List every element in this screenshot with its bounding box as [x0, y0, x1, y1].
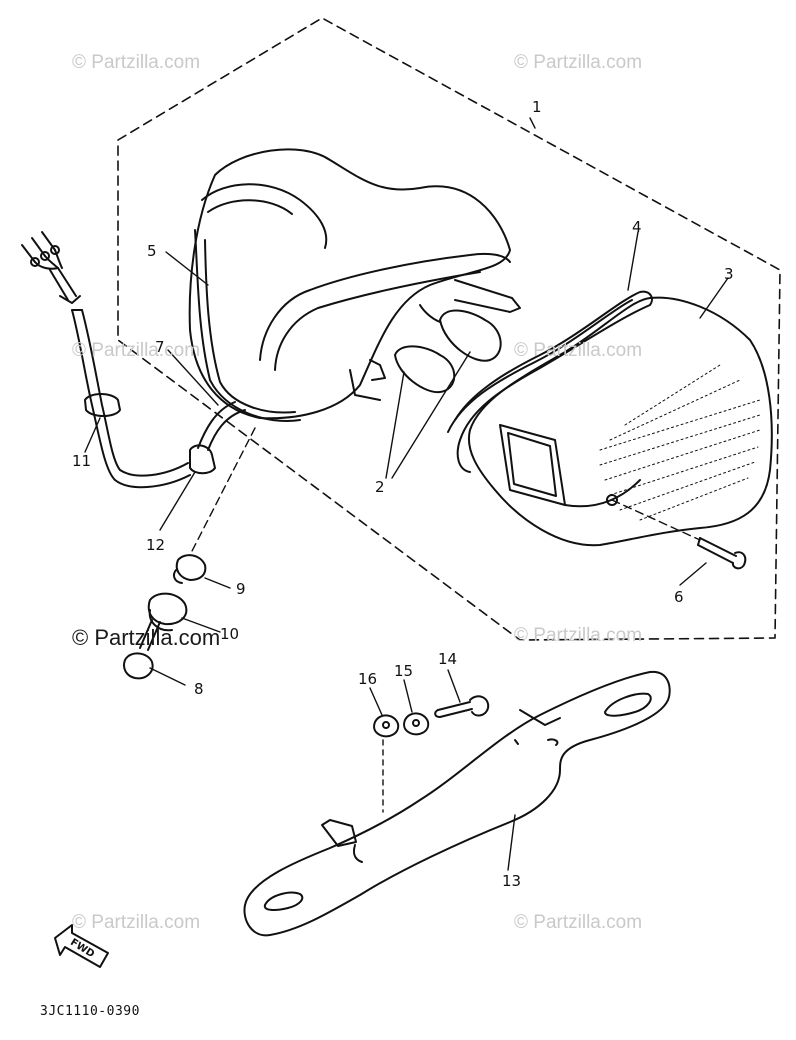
watermark: © Partzilla.com: [514, 340, 643, 361]
lens: [467, 296, 773, 547]
screw-14: [434, 695, 490, 718]
assembly-outline-dashed: [117, 17, 781, 641]
washer-15: [403, 712, 430, 736]
license-bracket: [243, 670, 671, 937]
guide-line-hardware: [189, 427, 256, 556]
callout-6: 6: [674, 588, 684, 606]
screw-6: [611, 499, 747, 570]
watermark: © Partzilla.com: [72, 52, 201, 73]
callout-1: 1: [532, 98, 542, 116]
callout-2: 2: [375, 478, 385, 496]
diagram-code: 3JC1110-0390: [40, 1004, 140, 1019]
leader-lines: [84, 117, 729, 871]
watermark: © Partzilla.com: [72, 625, 221, 650]
bulbs: [369, 279, 521, 394]
watermark: © Partzilla.com: [72, 912, 201, 933]
callout-7: 7: [155, 338, 165, 356]
callout-4: 4: [632, 218, 642, 236]
callout-11: 11: [72, 452, 92, 470]
watermark: © Partzilla.com: [514, 625, 643, 646]
collar-9: [173, 554, 207, 584]
fwd-arrow: [54, 924, 109, 968]
callout-15: 15: [394, 662, 414, 680]
callout-12: 12: [146, 536, 166, 554]
callout-10: 10: [220, 625, 240, 643]
callout-16: 16: [358, 670, 378, 688]
nut-16: [373, 714, 400, 738]
watermark: © Partzilla.com: [72, 340, 201, 361]
lens-pattern: [599, 364, 761, 521]
watermark: © Partzilla.com: [514, 52, 643, 73]
gasket-inner: [447, 299, 633, 433]
callout-3: 3: [724, 265, 734, 283]
wiring-harness: [21, 231, 246, 489]
callout-8: 8: [194, 680, 204, 698]
callout-9: 9: [236, 580, 246, 598]
bolt-8: [123, 619, 161, 680]
watermark: © Partzilla.com: [514, 912, 643, 933]
callout-5: 5: [147, 242, 157, 260]
gasket: [454, 290, 653, 473]
callout-13: 13: [502, 872, 522, 890]
callout-14: 14: [438, 650, 458, 668]
taillight-housing: [188, 148, 511, 422]
